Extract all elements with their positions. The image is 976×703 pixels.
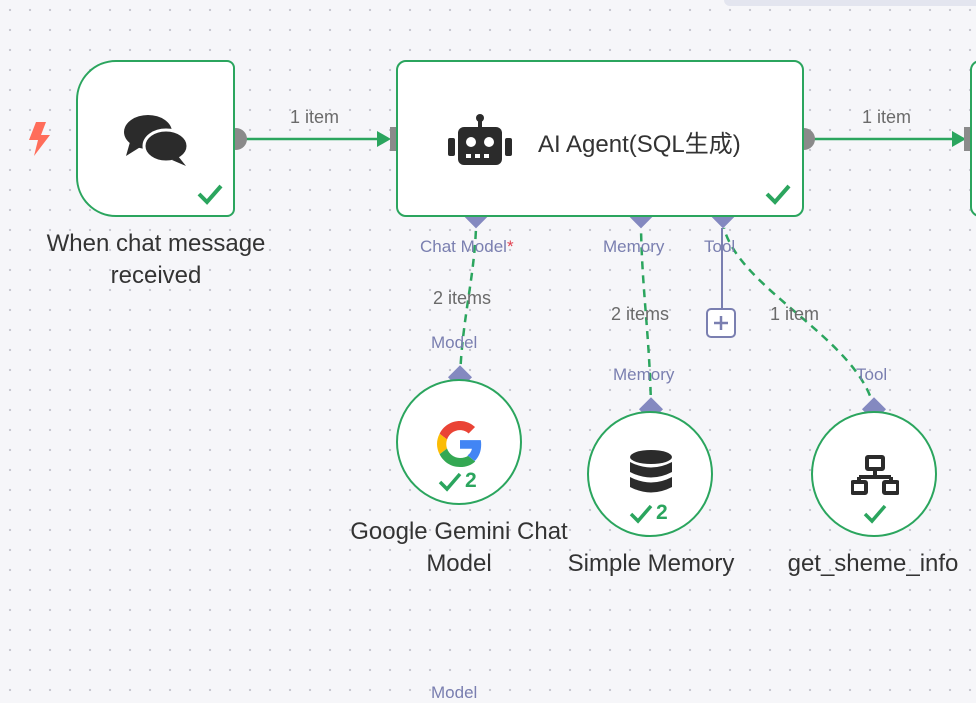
edge-label-memory-agent: 2 items (611, 304, 670, 324)
trigger-node[interactable] (76, 60, 235, 217)
gemini-port-label: Model (431, 333, 478, 352)
edge-memory-agent (639, 227, 653, 410)
add-tool-button[interactable] (706, 308, 736, 338)
next-node[interactable] (970, 60, 976, 217)
ai-agent-node[interactable] (396, 60, 804, 217)
google-gemini-chat-model-node[interactable]: 2 (396, 379, 522, 505)
simple-memory-node[interactable]: 2 (587, 411, 713, 537)
gemini-label: Google Gemini Chat Model (350, 518, 568, 577)
ai-agent-title: AI Agent(SQL生成) (538, 131, 741, 158)
success-check-icon (863, 504, 887, 524)
edge-arrow-agent (377, 131, 391, 147)
success-check-icon (629, 504, 653, 524)
tool-label: get_sheme_info (787, 550, 959, 577)
run-count: 2 (656, 501, 668, 524)
edge-label-gemini-agent: 2 items (433, 288, 492, 308)
canvas-toolbar-strip (724, 0, 976, 6)
edge-label-trigger-agent: 1 item (290, 107, 340, 127)
next-input-port (964, 127, 975, 151)
google-g-icon (437, 421, 482, 467)
bottom-port-label: Model (431, 683, 478, 702)
port-label-tool: Tool (704, 237, 736, 256)
edge-label-agent-next: 1 item (862, 107, 912, 127)
edge-tool-agent (722, 227, 876, 410)
agent-input-port (390, 127, 401, 151)
run-count: 2 (465, 469, 477, 492)
chat-bubbles-icon (124, 115, 190, 166)
memory-port-label: Memory (613, 365, 675, 384)
plus-icon (714, 316, 728, 330)
trigger-label: When chat message received (46, 230, 266, 289)
database-icon (630, 450, 672, 493)
port-label-memory: Memory (603, 237, 665, 256)
success-check-icon (197, 184, 223, 205)
tool-port-label: Tool (856, 365, 888, 384)
lightning-bolt-icon (29, 122, 50, 156)
success-check-icon (765, 184, 791, 205)
edge-gemini-agent (458, 227, 478, 379)
memory-label: Simple Memory (567, 550, 735, 577)
edge-arrow-next (952, 131, 966, 147)
network-icon (851, 455, 899, 495)
robot-icon (448, 114, 512, 165)
get-sheme-info-node[interactable] (811, 411, 937, 537)
port-label-chat-model: Chat Model* (420, 237, 514, 256)
success-check-icon (438, 472, 462, 492)
edge-label-tool-agent: 1 item (770, 304, 820, 324)
